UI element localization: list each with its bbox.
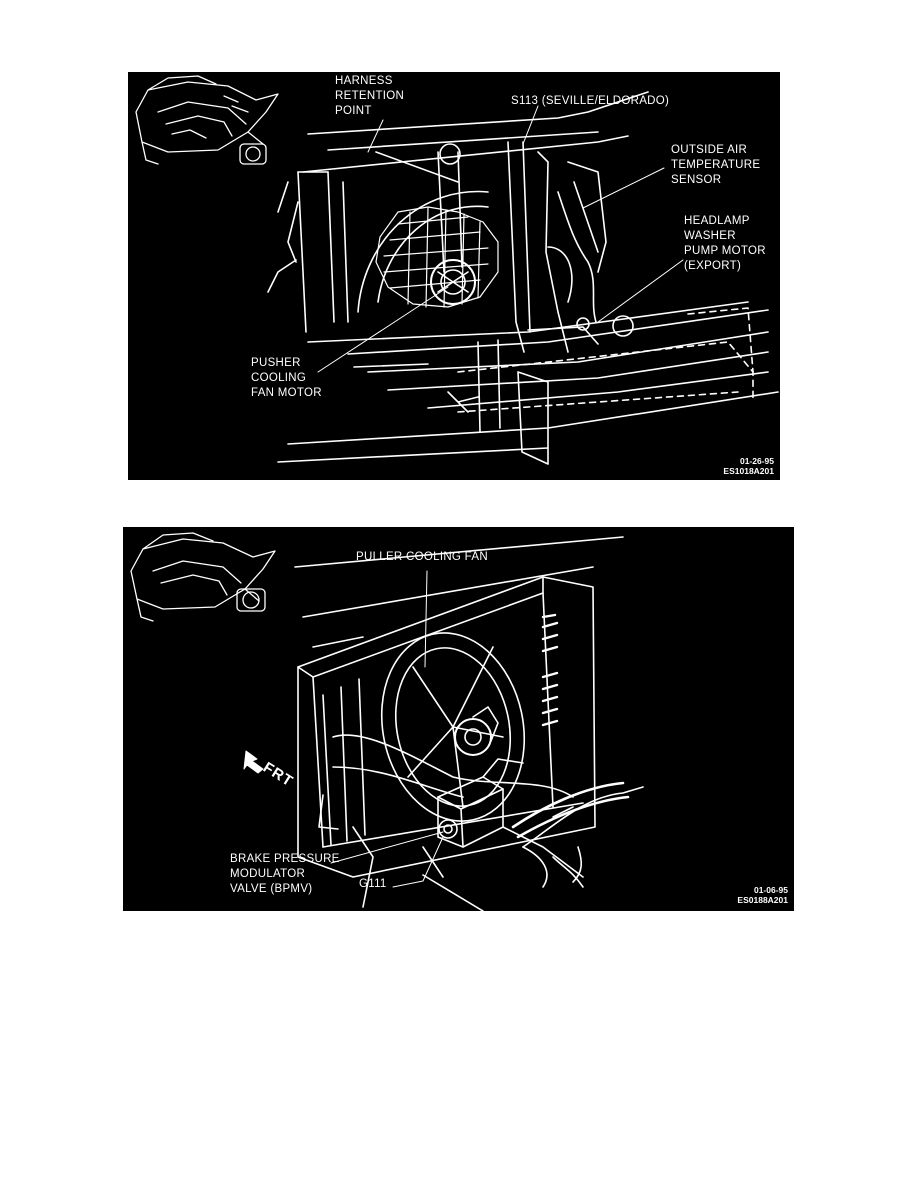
- puller-fan-illustration: [130, 532, 644, 911]
- pusher-fan-illustration: [135, 75, 779, 465]
- diagram-puller-fan: PULLER COOLING FAN FRT BRAKE PRESSURE MO…: [123, 527, 794, 911]
- label-g111: G111: [359, 878, 387, 890]
- figure-date: 01-06-95: [753, 885, 788, 895]
- figure-date: 01-26-95: [739, 456, 774, 466]
- label-puller-cooling-fan: PULLER COOLING FAN: [356, 551, 488, 563]
- figure-code: 01-26-95 ES1018A201: [723, 456, 774, 476]
- label-brake-pressure-modulator-valve: BRAKE PRESSURE MODULATOR VALVE (BPMV): [230, 853, 340, 895]
- vehicle-locator-thumbnail: [130, 532, 276, 622]
- label-s113: S113 (SEVILLE/ELDORADO): [511, 95, 670, 107]
- label-harness-retention-point: HARNESS RETENTION POINT: [335, 75, 405, 117]
- vehicle-locator-thumbnail: [135, 75, 279, 165]
- label-outside-air-temperature-sensor: OUTSIDE AIR TEMPERATURE SENSOR: [671, 144, 761, 186]
- label-headlamp-washer-pump-motor: HEADLAMP WASHER PUMP MOTOR (EXPORT): [684, 215, 766, 272]
- figure-id: ES0188A201: [737, 895, 788, 905]
- label-pusher-cooling-fan-motor: PUSHER COOLING FAN MOTOR: [251, 357, 322, 399]
- diagram-pusher-fan: HARNESS RETENTION POINT S113 (SEVILLE/EL…: [128, 72, 780, 480]
- figure-id: ES1018A201: [723, 466, 774, 476]
- figure-code: 01-06-95 ES0188A201: [737, 885, 788, 905]
